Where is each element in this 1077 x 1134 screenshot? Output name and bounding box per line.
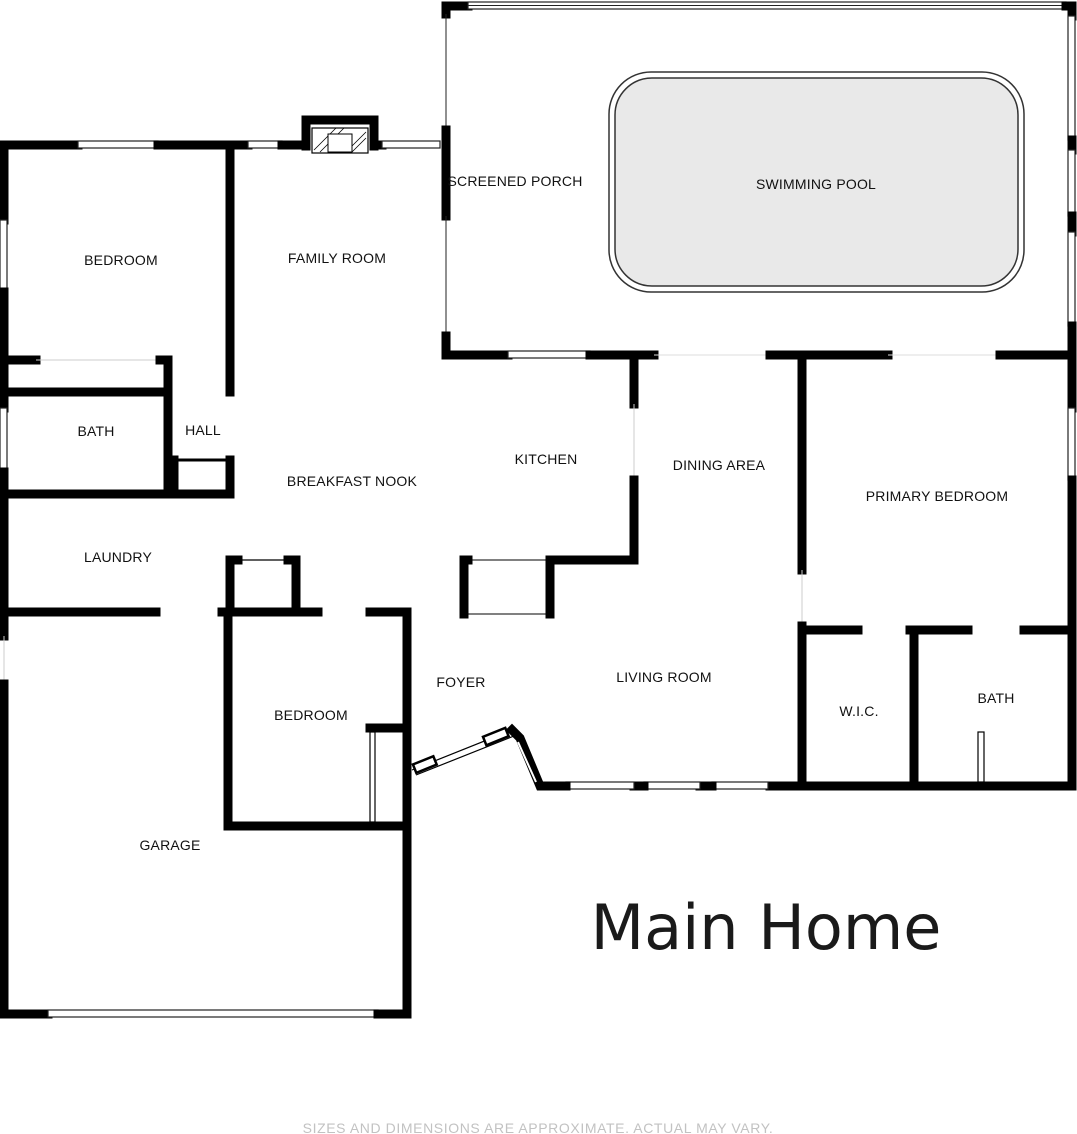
label-wic: W.I.C. (839, 703, 878, 719)
label-bedroom-2: BEDROOM (274, 707, 348, 723)
label-bath-1: BATH (77, 423, 114, 439)
label-foyer: FOYER (436, 674, 485, 690)
label-screened-porch: SCREENED PORCH (447, 173, 582, 189)
label-garage: GARAGE (139, 837, 200, 853)
label-bedroom-1: BEDROOM (84, 252, 158, 268)
disclaimer-text: SIZES AND DIMENSIONS ARE APPROXIMATE. AC… (303, 1120, 774, 1134)
fireplace (301, 115, 379, 154)
plan-title: Main Home (591, 891, 942, 964)
label-bath-2: BATH (977, 690, 1014, 706)
label-living-room: LIVING ROOM (616, 669, 712, 685)
label-primary-bedroom: PRIMARY BEDROOM (866, 488, 1009, 504)
label-family-room: FAMILY ROOM (288, 250, 386, 266)
label-laundry: LAUNDRY (84, 549, 153, 565)
swimming-pool (608, 71, 1025, 293)
label-breakfast-nook: BREAKFAST NOOK (287, 473, 418, 489)
screened-porch-walls (441, 1, 1077, 360)
interior-walls (0, 140, 1077, 831)
label-swimming-pool: SWIMMING POOL (756, 176, 876, 192)
room-labels: SCREENED PORCH SWIMMING POOL BEDROOM FAM… (77, 173, 1014, 853)
label-dining-area: DINING AREA (673, 457, 766, 473)
foyer-bay (411, 726, 541, 784)
label-kitchen: KITCHEN (515, 451, 578, 467)
label-hall: HALL (185, 422, 221, 438)
